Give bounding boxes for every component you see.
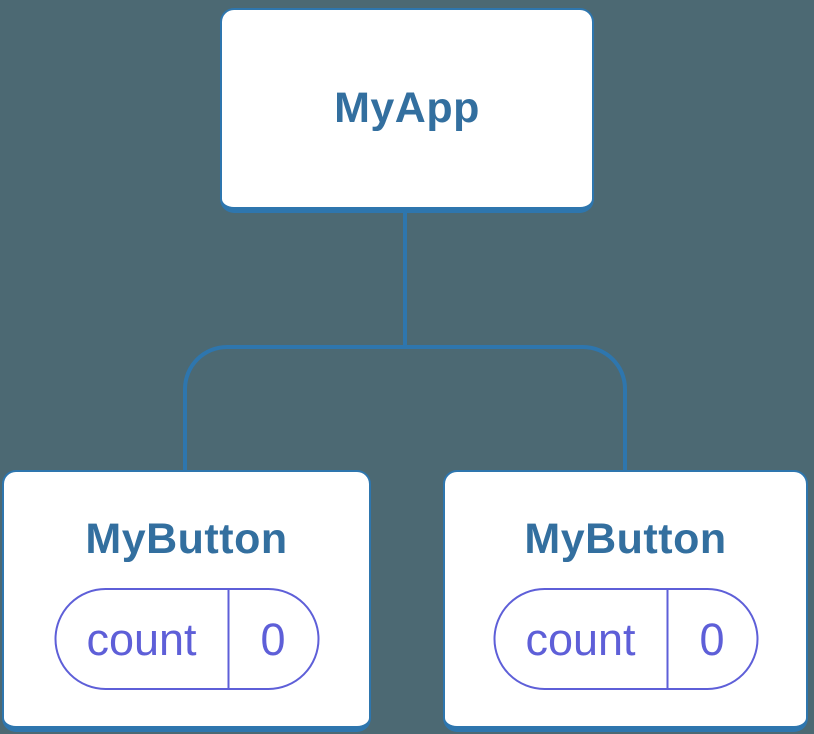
state-label: count	[495, 590, 668, 688]
state-pill: count 0	[54, 588, 319, 690]
state-label: count	[56, 590, 229, 688]
state-value: 0	[699, 613, 725, 665]
state-pill: count 0	[493, 588, 758, 690]
connector-root-stem	[403, 206, 407, 347]
component-box-mybutton-2: MyButton count 0	[443, 470, 808, 732]
component-title-mybutton-1: MyButton	[85, 515, 288, 563]
component-box-myapp: MyApp	[220, 8, 594, 213]
component-box-mybutton-1: MyButton count 0	[2, 470, 371, 732]
connector-branch-rail	[183, 345, 627, 470]
state-value: 0	[260, 613, 286, 665]
component-title-mybutton-2: MyButton	[524, 515, 727, 563]
component-title-myapp: MyApp	[334, 84, 480, 132]
